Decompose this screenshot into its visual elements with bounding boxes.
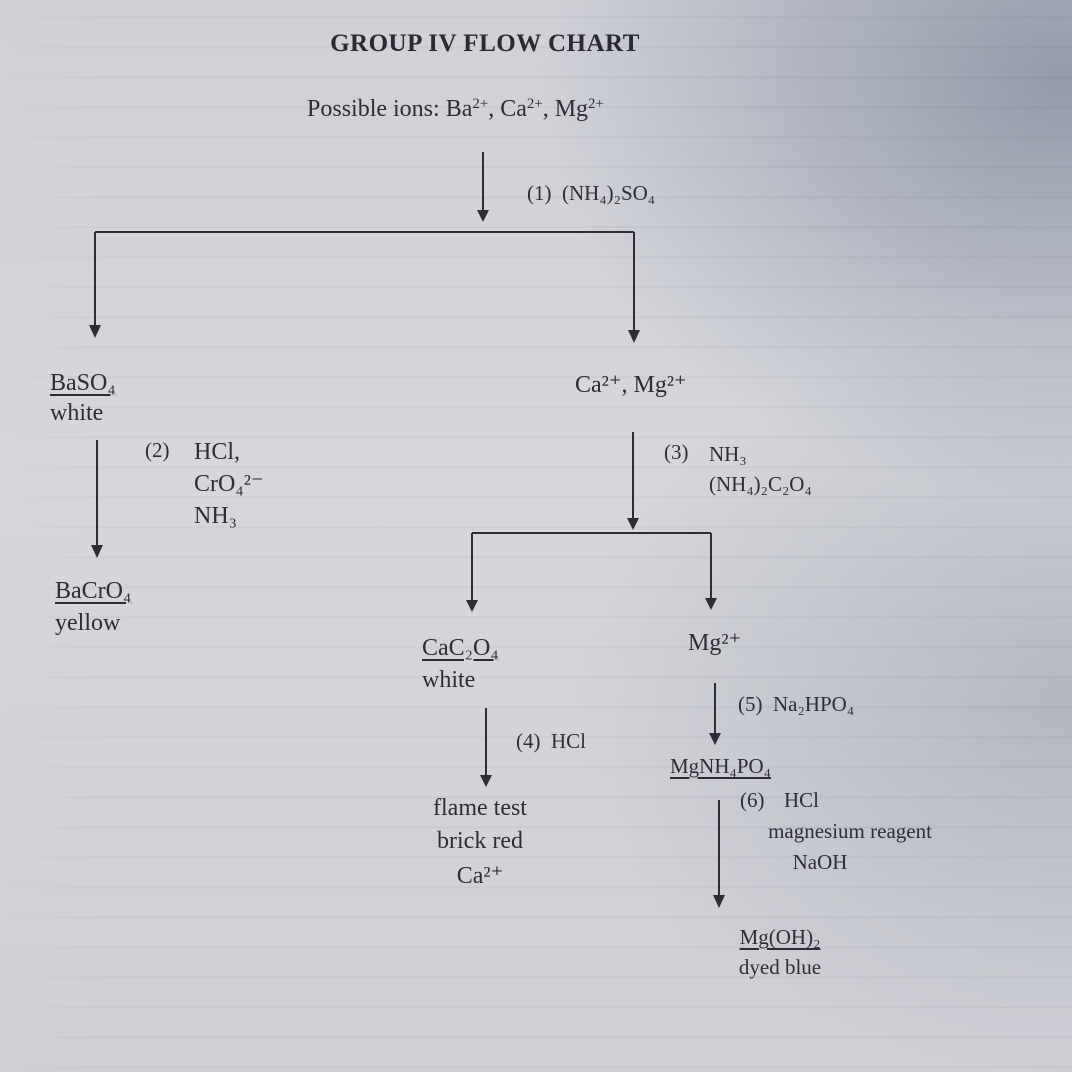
step-4-reagent: HCl [551,729,587,753]
step-4-label: (4) HCl [516,729,586,753]
ion-calcium: Ca2+ [500,95,543,122]
product-baso4: BaSO₄ white [50,368,116,428]
step-5-label: (5) Na₂HPO₄ [738,692,854,716]
arrowhead-step-4 [480,775,492,787]
product-mg: Mg²⁺ [688,630,742,656]
step-6-reagent-1: HCl [784,788,820,812]
bacro4-note: yellow [55,610,121,636]
step-2-reagents: HCl, CrO₄²⁻ NH₃ [194,436,264,532]
possible-ions-prefix: Possible ions: [307,96,440,122]
arrowhead-left-1 [89,325,101,338]
product-cac2o4: CaC₂O₄ white [422,632,499,696]
step-3-reagent-2: (NH₄)₂C₂O₄ [709,472,812,496]
mgoh2-note: dyed blue [738,955,822,979]
baso4-note: white [50,400,104,426]
step-6-reagent-3: NaOH [792,850,848,874]
possible-ions: Possible ions: Ba2+, Ca2+, Mg2+ [307,95,604,122]
step-6-number: (6) [740,788,765,812]
flame-test-result: flame test brick red Ca²⁺ [410,792,550,893]
cac2o4-note: white [422,667,476,693]
chart-title: GROUP IV FLOW CHART [330,30,640,57]
arrowhead-left-2 [466,600,478,612]
step-5-number: (5) [738,692,763,716]
step-1-reagent: (NH₄)₂SO₄ [562,181,656,205]
product-ca-mg: Ca²⁺, Mg²⁺ [575,372,687,398]
step-1-label: (1) (NH₄)₂SO₄ [527,181,655,205]
bacro4-formula: BaCrO₄ [55,578,132,604]
step-2-number: (2) [145,438,170,462]
arrowhead-step-2 [91,545,103,558]
step-3-reagent-1: NH₃ [709,442,747,466]
step-2-reagent-3: NH₃ [194,503,238,529]
step-1-number: (1) [527,181,552,205]
mgoh2-formula: Mg(OH)₂ [739,925,821,949]
arrowhead-right-2 [705,598,717,610]
arrowhead-right-1 [628,330,640,343]
step-3-reagents: NH₃ (NH₄)₂C₂O₄ [709,439,812,499]
ion-magnesium: Mg2+ [554,95,604,122]
step-6-reagent-2: magnesium reagent [768,819,932,843]
arrowhead-step-1 [477,210,489,222]
arrowhead-step-5 [709,733,721,745]
arrowhead-step-6 [713,895,725,908]
step-3-number: (3) [664,440,689,464]
flame-test-line-3: Ca²⁺ [456,863,504,889]
product-mgnh4po4: MgNH₄PO₄ [670,754,771,778]
flame-test-line-1: flame test [433,795,527,821]
arrowhead-step-3 [627,518,639,530]
step-5-reagent: Na₂HPO₄ [773,692,855,716]
product-mgoh2: Mg(OH)₂ dyed blue [680,922,880,982]
step-2-reagent-2: CrO₄²⁻ [194,471,264,497]
cac2o4-formula: CaC₂O₄ [422,635,499,661]
product-bacro4: BaCrO₄ yellow [55,575,131,639]
baso4-formula: BaSO₄ [50,370,116,396]
step-4-number: (4) [516,729,541,753]
step-2-reagent-1: HCl, [194,439,241,465]
ion-barium: Ba2+ [445,95,489,122]
flame-test-line-2: brick red [437,828,523,854]
